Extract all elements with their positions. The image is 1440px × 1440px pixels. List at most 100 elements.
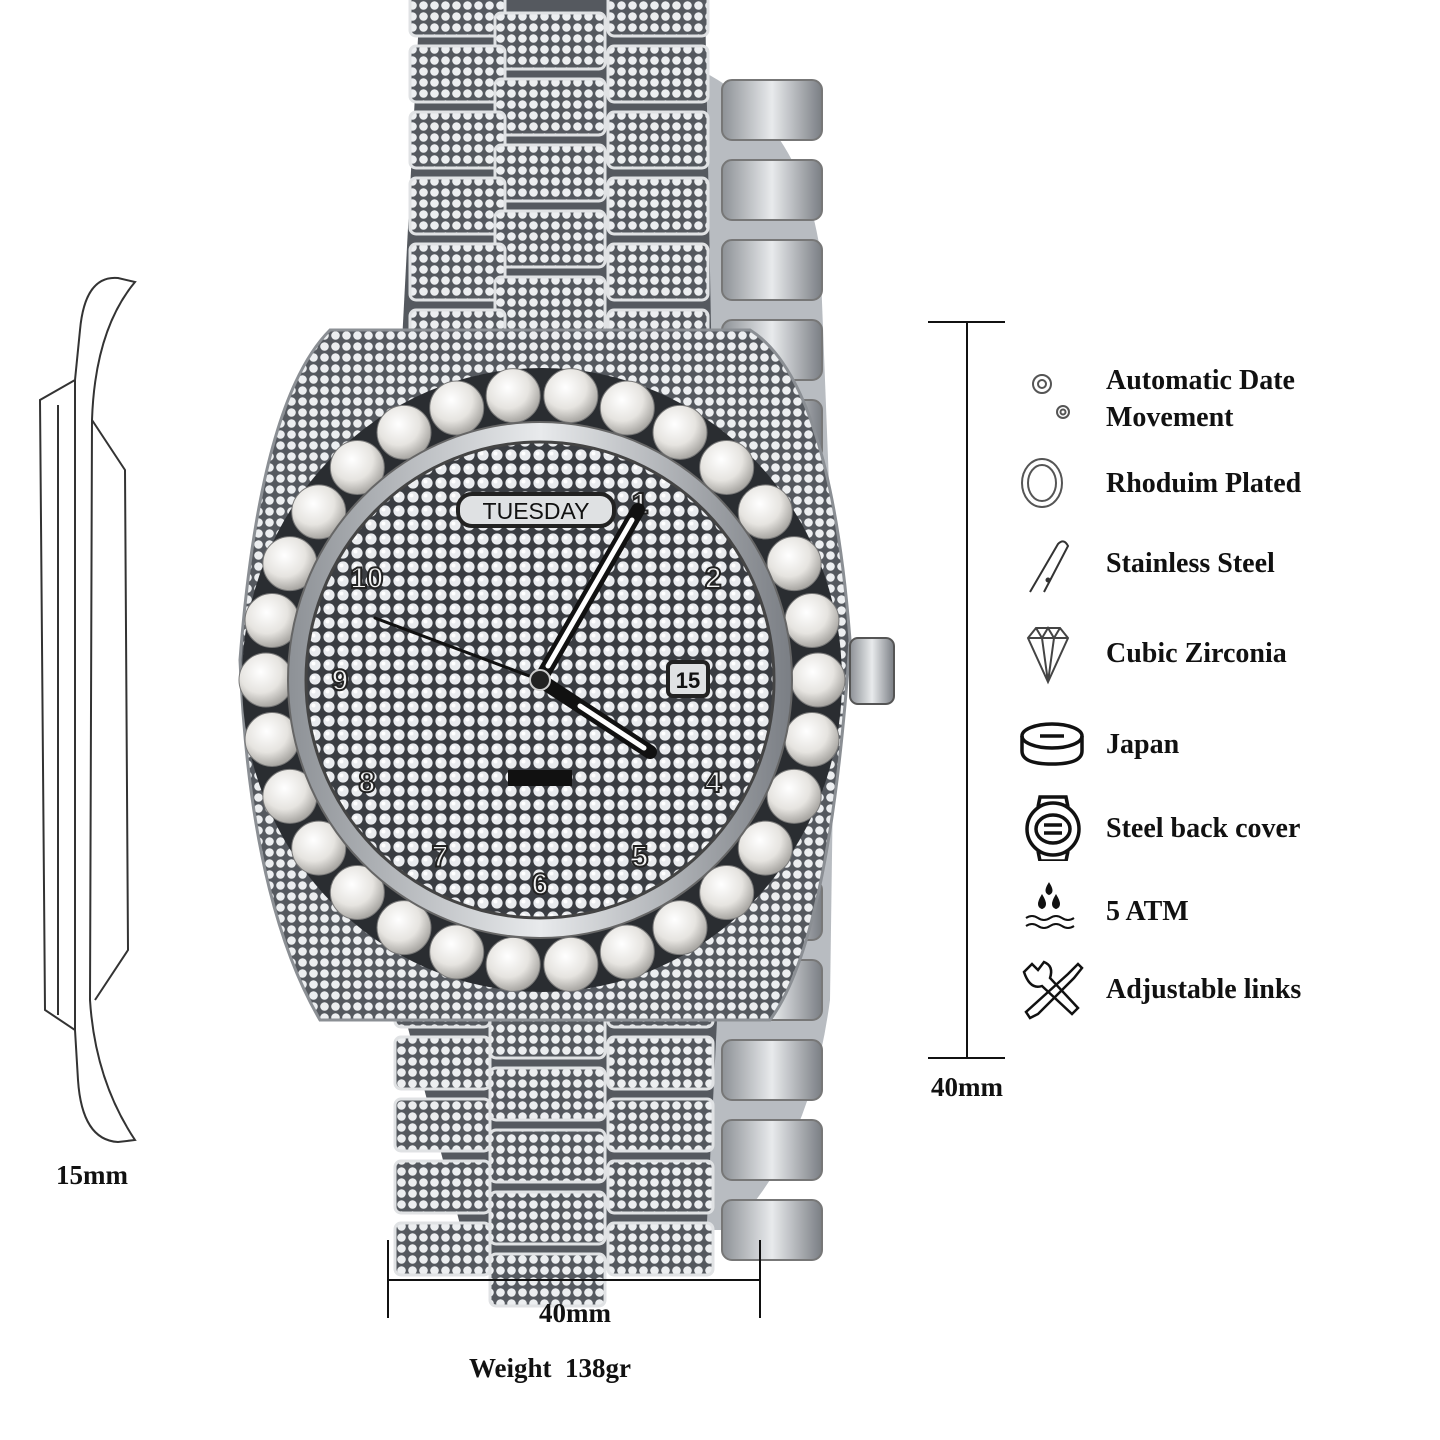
dial-numeral: 2: [705, 562, 722, 595]
bracelet-back-link: [721, 1199, 823, 1261]
bracelet-link: [606, 1035, 715, 1091]
bracelet-back-link: [721, 1119, 823, 1181]
date-text: 15: [676, 668, 700, 693]
spec-label: Stainless Steel: [1106, 547, 1275, 579]
bracelet-link: [408, 176, 507, 236]
bracelet-link: [606, 176, 710, 236]
bezel-stone: [291, 484, 347, 540]
bezel-stone: [291, 820, 347, 876]
bezel-stone: [652, 900, 708, 956]
bezel-stone: [737, 820, 793, 876]
bezel-stone: [429, 924, 485, 980]
date-window: [666, 660, 710, 698]
bracelet-link: [606, 242, 710, 302]
logo-plate: [508, 770, 572, 786]
steel-strap-icon: [1029, 540, 1070, 593]
bracelet-link: [493, 77, 607, 137]
bezel-stone: [543, 368, 599, 424]
spec-label: Adjustable links: [1106, 973, 1302, 1005]
spec-label: Steel back cover: [1106, 812, 1301, 844]
bezel-stone: [485, 936, 541, 992]
bracelet-link: [606, 44, 710, 104]
height-dimension-line: [928, 321, 1005, 1059]
width-dimension-line: [387, 1240, 761, 1318]
bezel-stone: [429, 380, 485, 436]
bezel-stone: [329, 865, 385, 921]
height-label: 40mm: [931, 1072, 1003, 1102]
bezel-stone: [543, 936, 599, 992]
bezel-stone: [784, 711, 840, 767]
bezel-stone: [652, 404, 708, 460]
bezel-stone: [699, 865, 755, 921]
day-window: [456, 492, 616, 528]
watch-hands: [373, 503, 657, 759]
bracelet-top: [400, 0, 712, 401]
diamond-icon: [1026, 626, 1070, 685]
bracelet-link: [493, 11, 607, 71]
bracelet-back-link: [721, 159, 823, 221]
bracelet-link: [493, 209, 607, 269]
bezel-stone: [766, 536, 822, 592]
bracelet-link: [408, 110, 507, 170]
spec-label: Cubic Zirconia: [1106, 637, 1287, 669]
bracelet-link: [393, 1097, 492, 1153]
rhodium-ring-icon: [1021, 458, 1063, 508]
bracelet-link: [393, 1221, 492, 1277]
width-label: 40mm: [539, 1298, 611, 1328]
bracelet-link: [606, 110, 710, 170]
bezel-stone: [376, 900, 432, 956]
dial-numeral: 9: [332, 664, 349, 697]
bracelet-link: [408, 242, 507, 302]
bracelet-link: [488, 1190, 607, 1246]
bezel-stone: [376, 404, 432, 460]
spec-item: Rhoduim Plated: [1020, 450, 1301, 516]
dial-numeral: 5: [632, 841, 649, 874]
spec-item: Stainless Steel: [1020, 530, 1275, 596]
spec-item: 5 ATM: [1020, 878, 1189, 944]
side-profile: [38, 276, 137, 1144]
gears-icon: [1032, 374, 1070, 419]
bracelet-back-link: [721, 1039, 823, 1101]
dial-numeral: 8: [358, 766, 375, 799]
bezel-stone: [784, 593, 840, 649]
thickness-label: 15mm: [56, 1160, 128, 1190]
bezel-stone: [599, 924, 655, 980]
bezel-stone: [790, 652, 846, 708]
weight-label: Weight 138gr: [469, 1353, 631, 1383]
watch-back-icon: [1025, 795, 1081, 861]
spec-item: Automatic Date Movement: [1020, 362, 1336, 436]
bracelet-link: [606, 1097, 715, 1153]
bracelet-link: [488, 1066, 607, 1122]
spec-item: Adjustable links: [1020, 956, 1301, 1022]
spec-label: 5 ATM: [1106, 895, 1189, 927]
dial-numeral: 4: [705, 766, 722, 799]
tools-icon: [1022, 960, 1084, 1020]
dial-numeral: 7: [432, 841, 449, 874]
bezel-stone: [737, 484, 793, 540]
spec-label: Rhoduim Plated: [1106, 467, 1302, 499]
crown: [849, 637, 895, 705]
spec-item: Cubic Zirconia: [1020, 620, 1287, 686]
spec-item: Steel back cover: [1020, 795, 1300, 861]
bracelet-link: [408, 44, 507, 104]
bracelet-link: [493, 275, 607, 335]
battery-coin-icon: [1020, 722, 1084, 766]
dial-numeral: 6: [532, 868, 549, 901]
bezel-stone: [699, 439, 755, 495]
spec-label: Japan: [1106, 728, 1180, 760]
bracelet-bottom: [390, 960, 720, 1308]
bezel-stone: [599, 380, 655, 436]
bracelet-link: [408, 0, 507, 38]
bezel-stone: [766, 768, 822, 824]
bracelet-link: [393, 1159, 492, 1215]
bracelet-link: [488, 1128, 607, 1184]
dial-numeral: 10: [350, 562, 383, 595]
water-drops-icon: [1025, 882, 1075, 929]
spec-item: Japan: [1020, 711, 1179, 777]
bezel-stone: [485, 368, 541, 424]
bracelet-link: [606, 0, 710, 38]
bezel-stones: [238, 368, 846, 992]
spec-label: Automatic Date Movement: [1106, 365, 1295, 433]
bracelet-back-link: [721, 79, 823, 141]
